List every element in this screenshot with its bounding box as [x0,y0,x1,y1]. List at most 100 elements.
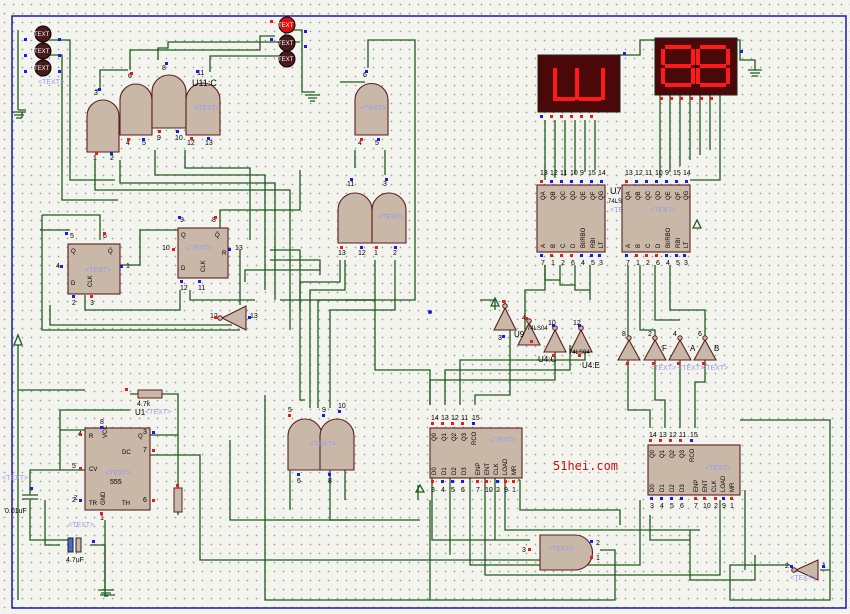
seven-seg-display-1 [537,54,621,113]
svg-text:7: 7 [626,260,630,267]
svg-text:D1: D1 [660,484,666,492]
svg-text:9: 9 [504,487,508,494]
svg-text:1: 1 [512,487,516,494]
svg-text:5: 5 [70,233,74,240]
svg-text:13: 13 [235,245,243,252]
svg-text:6: 6 [297,478,301,485]
svg-text:13: 13 [659,432,667,439]
svg-text:4: 4 [522,315,526,322]
resistor-4k7[interactable]: 4.7k <TEXT> [137,389,171,416]
svg-text:15: 15 [472,415,480,422]
svg-text:LOAD: LOAD [503,458,509,475]
svg-text:Q2: Q2 [452,432,458,441]
svg-text:TEXT: TEXT [34,66,50,72]
inverter-u9[interactable]: 3 [493,303,517,342]
svg-text:Q1: Q1 [442,432,448,441]
svg-text:12: 12 [669,432,677,439]
svg-text:4: 4 [441,487,445,494]
counter-left[interactable]: Q0 Q1 Q2 Q3 RCO D0 D1 D2 D3 ENP ENT CLK … [429,415,523,494]
capacitor-c2[interactable]: 4.7uF <TEXT> [66,522,94,564]
svg-text:<TEXT>: <TEXT> [310,441,336,448]
svg-text:RCO: RCO [472,431,478,445]
led-stack-right[interactable]: TEXT TEXT TEXT [278,16,296,68]
svg-text:QE: QE [666,191,672,200]
svg-text:QD: QD [656,190,662,200]
svg-text:TEXT: TEXT [34,32,50,38]
svg-text:5: 5 [375,140,379,147]
svg-text:TEXT: TEXT [278,23,294,29]
svg-text:Q0: Q0 [650,449,656,458]
svg-text:TR: TR [89,501,98,507]
svg-text:6: 6 [656,260,660,267]
svg-text:1: 1 [93,155,97,162]
svg-text:9: 9 [665,170,669,177]
svg-text:2: 2 [110,155,114,162]
ground-symbols [12,69,762,597]
svg-text:13: 13 [540,170,548,177]
svg-text:8: 8 [100,419,104,426]
svg-text:<TEXT>: <TEXT> [360,105,386,112]
svg-text:QB: QB [551,191,557,200]
svg-text:14: 14 [683,170,691,177]
svg-text:D: D [656,243,662,248]
svg-text:R: R [89,434,94,440]
svg-text:<TEXT>: <TEXT> [650,207,676,214]
svg-text:9: 9 [180,217,184,224]
and-gate-9[interactable]: 910 8 <TEXT> [310,403,355,485]
and-gate-8[interactable]: 56 [287,407,323,485]
svg-text:QG: QG [684,190,690,200]
svg-text:2: 2 [72,497,76,504]
svg-text:3: 3 [522,547,526,554]
capacitor-c1[interactable]: 0.01uF <TEXT> [2,475,38,515]
decoder-right[interactable]: QA QB QC QD QE QF QG A B C D BI/RBO RBI … [621,170,691,267]
svg-text:BI/RBO: BI/RBO [581,227,587,248]
svg-text:11: 11 [198,285,205,292]
text-placeholders: <TEXT> <TEXT> <TEXT> <TEXT> [650,365,816,582]
svg-text:1: 1 [636,260,640,267]
svg-text:7: 7 [541,260,545,267]
svg-text:6: 6 [363,72,367,79]
resistor-vertical[interactable] [173,487,183,513]
svg-text:D2: D2 [452,467,458,475]
led-stack-left[interactable]: TEXT TEXT TEXT <TEXT> [34,25,64,86]
svg-text:3: 3 [90,300,94,307]
inverter-u4e[interactable]: U4:E 74LS04 12 [569,320,600,370]
inverter-right[interactable]: 21 [785,559,826,581]
u1-label: U1 [135,408,146,417]
svg-text:12: 12 [180,285,188,292]
decoder-u7-left[interactable]: QA QB QC QD QE QF QG A B C D BI/RBO RBI … [536,170,636,267]
and-gate-10[interactable]: 321 <TEXT> [522,534,600,571]
svg-text:10: 10 [175,135,183,142]
counter-right[interactable]: Q0 Q1 Q2 Q3 RCO D0 D1 D2 D3 ENP ENT CLK … [647,432,741,510]
svg-text:Q3: Q3 [462,432,468,441]
svg-text:RCO: RCO [690,448,696,462]
svg-text:2: 2 [393,250,397,257]
svg-text:QF: QF [591,191,597,200]
inverter-u9-b[interactable]: U9 74LS04 4 [514,315,548,346]
svg-text:3: 3 [383,181,387,188]
text-label-led-left: <TEXT> [38,79,64,86]
svg-text:3: 3 [431,487,435,494]
svg-text:4: 4 [581,260,585,267]
svg-text:<TEXT>: <TEXT> [790,575,816,582]
svg-text:A: A [541,244,547,248]
svg-text:4: 4 [666,260,670,267]
svg-text:9: 9 [580,170,584,177]
svg-text:LOAD: LOAD [721,475,727,492]
svg-text:2: 2 [596,540,600,547]
svg-text:5: 5 [670,503,674,510]
svg-text:8: 8 [622,331,626,338]
